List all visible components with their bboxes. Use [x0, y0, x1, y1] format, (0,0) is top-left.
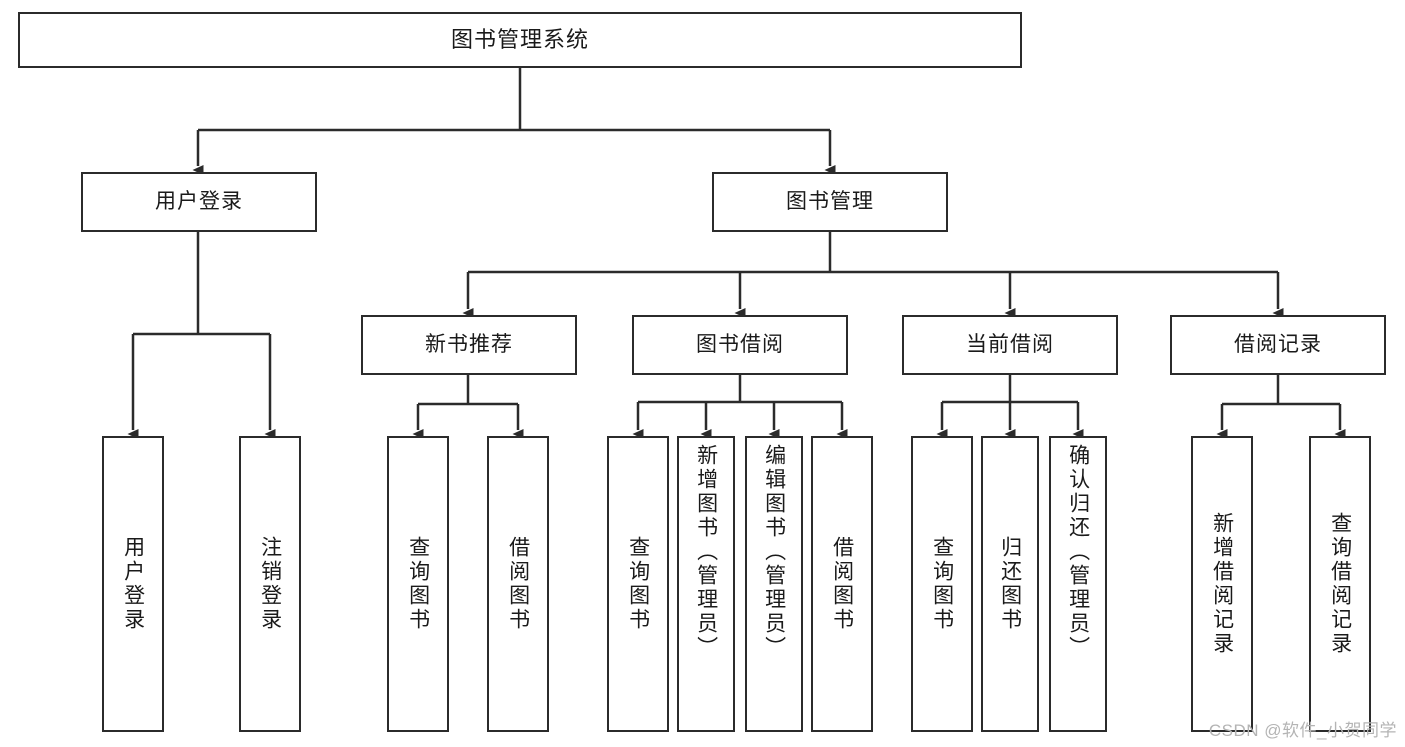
node-leaf-user-login-label: 用户登录: [121, 536, 145, 632]
node-new-book-recommend[interactable]: 新书推荐: [361, 315, 577, 375]
node-leaf-borrow-book-2[interactable]: 借阅图书: [811, 436, 873, 732]
node-leaf-add-book-label: 新增图书（管理员）: [694, 444, 718, 660]
node-borrow-record-label: 借阅记录: [1234, 333, 1322, 357]
node-current-borrow-label: 当前借阅: [966, 333, 1054, 357]
node-leaf-add-record[interactable]: 新增借阅记录: [1191, 436, 1253, 732]
watermark: CSDN @软件_小贺同学: [1208, 721, 1397, 740]
node-leaf-add-record-label: 新增借阅记录: [1210, 512, 1234, 656]
node-leaf-edit-book-label: 编辑图书（管理员）: [762, 444, 786, 660]
node-leaf-return-book-label: 归还图书: [998, 536, 1022, 632]
node-leaf-query-record-label: 查询借阅记录: [1328, 512, 1352, 656]
node-leaf-return-book[interactable]: 归还图书: [981, 436, 1039, 732]
node-leaf-query-book-1[interactable]: 查询图书: [387, 436, 449, 732]
node-book-borrow[interactable]: 图书借阅: [632, 315, 848, 375]
node-leaf-query-book-2-label: 查询图书: [626, 536, 650, 632]
node-book-borrow-label: 图书借阅: [696, 333, 784, 357]
node-leaf-user-login[interactable]: 用户登录: [102, 436, 164, 732]
node-new-book-recommend-label: 新书推荐: [425, 333, 513, 357]
node-current-borrow[interactable]: 当前借阅: [902, 315, 1118, 375]
node-leaf-edit-book[interactable]: 编辑图书（管理员）: [745, 436, 803, 732]
node-book-manage[interactable]: 图书管理: [712, 172, 948, 232]
node-leaf-borrow-book-2-label: 借阅图书: [830, 536, 854, 632]
node-leaf-query-book-1-label: 查询图书: [406, 536, 430, 632]
node-leaf-add-book[interactable]: 新增图书（管理员）: [677, 436, 735, 732]
node-leaf-logout[interactable]: 注销登录: [239, 436, 301, 732]
node-book-manage-label: 图书管理: [786, 190, 874, 214]
node-borrow-record[interactable]: 借阅记录: [1170, 315, 1386, 375]
node-leaf-query-book-2[interactable]: 查询图书: [607, 436, 669, 732]
node-leaf-logout-label: 注销登录: [258, 536, 282, 632]
node-user-login[interactable]: 用户登录: [81, 172, 317, 232]
node-leaf-confirm-return-label: 确认归还（管理员）: [1066, 444, 1090, 660]
node-leaf-query-record[interactable]: 查询借阅记录: [1309, 436, 1371, 732]
node-user-login-label: 用户登录: [155, 190, 243, 214]
node-leaf-query-book-3[interactable]: 查询图书: [911, 436, 973, 732]
node-leaf-confirm-return[interactable]: 确认归还（管理员）: [1049, 436, 1107, 732]
node-leaf-borrow-book-1-label: 借阅图书: [506, 536, 530, 632]
node-leaf-query-book-3-label: 查询图书: [930, 536, 954, 632]
node-leaf-borrow-book-1[interactable]: 借阅图书: [487, 436, 549, 732]
node-root-label: 图书管理系统: [450, 26, 589, 52]
node-root[interactable]: 图书管理系统: [18, 12, 1022, 68]
